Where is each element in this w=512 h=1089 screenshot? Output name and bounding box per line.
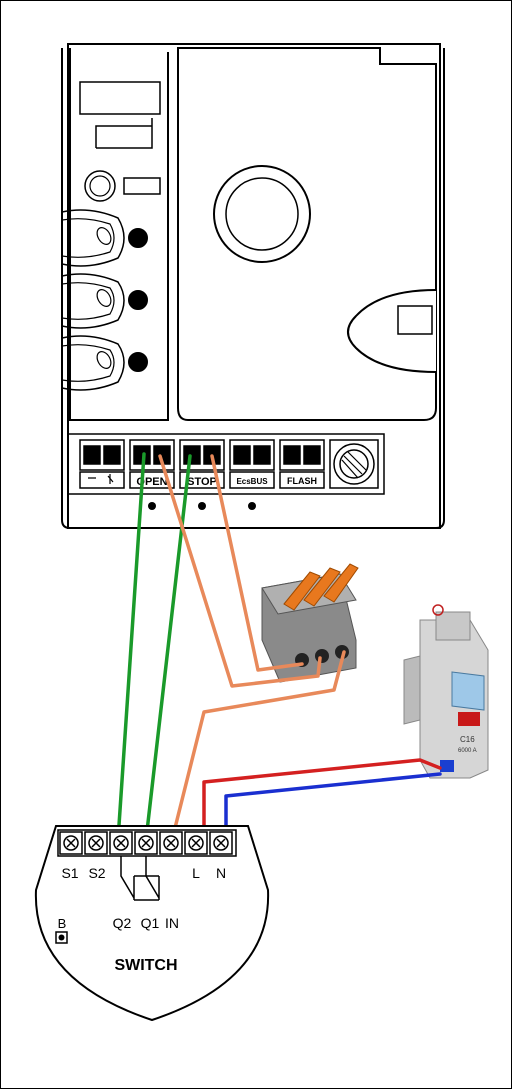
button-label-b: B xyxy=(58,916,67,931)
terminal-label-q2: Q2 xyxy=(113,915,132,931)
terminal-label-n: N xyxy=(216,865,226,881)
terminal-label-stop: STOP xyxy=(187,476,217,488)
terminal-label-l: L xyxy=(192,865,200,881)
led-1 xyxy=(128,228,148,248)
button-1[interactable] xyxy=(61,209,125,267)
circuit-breaker xyxy=(403,604,489,779)
terminal-label-ecsbus: EcsBUS xyxy=(236,477,268,486)
wire-green-open xyxy=(116,452,146,842)
wire-orange-common xyxy=(170,650,346,842)
terminal-block-flash xyxy=(279,439,325,489)
terminal-dot-stop xyxy=(198,502,206,510)
switch-terminals xyxy=(59,831,233,855)
terminal-label-s1: S1 xyxy=(61,865,78,881)
led-3 xyxy=(128,352,148,372)
wire-orange-open xyxy=(158,454,322,688)
terminal-label-flash: FLASH xyxy=(287,476,317,486)
control-unit xyxy=(61,43,445,529)
terminal-label-in: IN xyxy=(165,915,179,931)
breaker-small-text: 6000 A xyxy=(458,748,477,754)
button-2[interactable] xyxy=(61,273,125,329)
terminal-label-q1: Q1 xyxy=(141,915,160,931)
relay-contacts xyxy=(120,856,160,901)
fuse-icon xyxy=(329,439,379,489)
terminal-block-1 xyxy=(79,439,125,489)
terminal-dot-open xyxy=(148,502,156,510)
terminal-dot-ecsbus xyxy=(248,502,256,510)
wire-green-stop xyxy=(144,454,192,842)
terminal-block-ecsbus xyxy=(229,439,275,489)
wire-orange-stop xyxy=(210,454,304,672)
b-button[interactable] xyxy=(55,931,68,944)
button-3[interactable] xyxy=(61,335,125,391)
switch-title: SWITCH xyxy=(114,957,177,974)
terminal-label-s2: S2 xyxy=(88,865,105,881)
lever-connector xyxy=(261,563,359,683)
breaker-rating: C16 xyxy=(460,735,475,744)
wire-red-line xyxy=(202,758,442,842)
led-2 xyxy=(128,290,148,310)
terminal-label-open: OPEN xyxy=(136,476,167,488)
wire-blue-neutral xyxy=(224,772,442,842)
